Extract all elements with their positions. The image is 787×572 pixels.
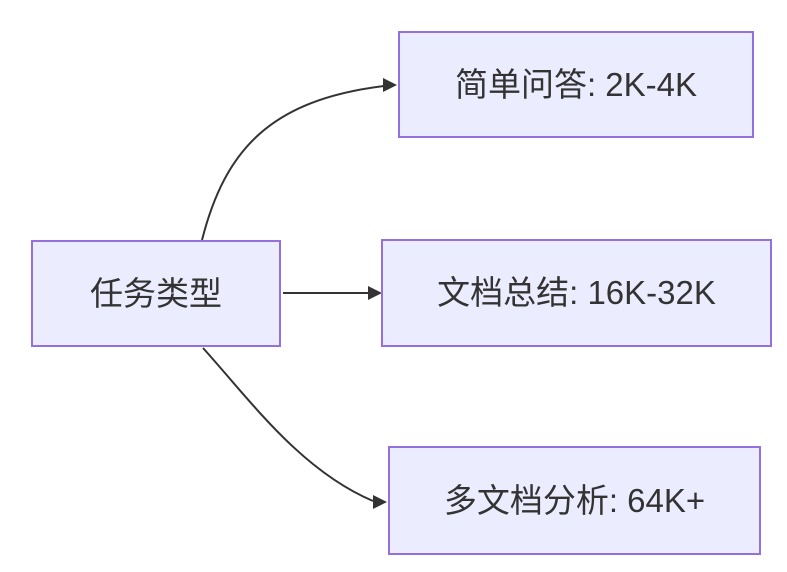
arrowhead-branch3 <box>373 495 387 509</box>
node-simple-qa-label: 简单问答: 2K-4K <box>454 65 698 103</box>
node-task-type-label: 任务类型 <box>90 274 222 312</box>
node-doc-summary: 文档总结: 16K-32K <box>381 239 772 347</box>
node-doc-summary-label: 文档总结: 16K-32K <box>437 274 716 312</box>
arrowhead-branch2 <box>368 286 382 300</box>
edge-root-to-branch1 <box>201 85 385 241</box>
node-task-type: 任务类型 <box>31 240 281 347</box>
node-multidoc-analysis: 多文档分析: 64K+ <box>388 446 761 555</box>
node-multidoc-analysis-label: 多文档分析: 64K+ <box>443 481 706 519</box>
edge-root-to-branch3 <box>202 347 374 502</box>
arrowhead-branch1 <box>383 78 397 92</box>
node-simple-qa: 简单问答: 2K-4K <box>398 31 754 138</box>
